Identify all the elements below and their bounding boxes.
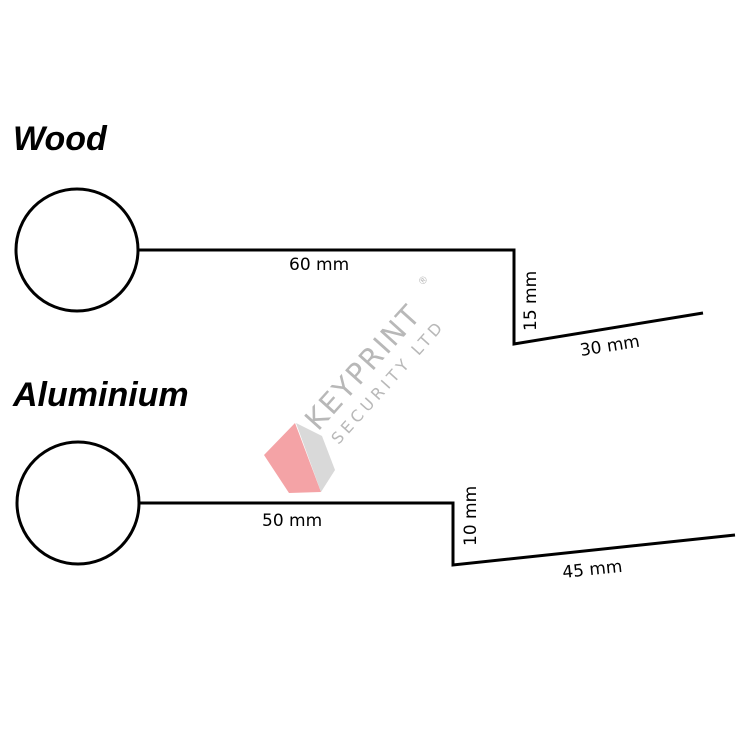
aluminium-title: Aluminium [13, 376, 189, 414]
aluminium-profile-line [139, 501, 736, 567]
keyprint-watermark: KEYPRINT ® SECURITY LTD [264, 274, 449, 493]
wood-key-bow [14, 187, 140, 313]
wood-drop-length-label: 15 mm [521, 271, 541, 331]
wood-profile: 60 mm 15 mm 30 mm [14, 187, 704, 361]
aluminium-tail-length-label: 45 mm [561, 557, 623, 583]
watermark-registered: ® [416, 274, 431, 289]
aluminium-hook-length-label: 50 mm [262, 511, 322, 531]
aluminium-profile: 50 mm 10 mm 45 mm [15, 440, 736, 583]
wood-title: Wood [13, 120, 107, 158]
wood-tail-length-label: 30 mm [579, 332, 642, 361]
aluminium-key-bow [15, 440, 141, 566]
logo-grey-shape [296, 423, 335, 492]
aluminium-drop-length-label: 10 mm [461, 486, 481, 546]
logo-red-shape [264, 423, 321, 493]
wood-hook-length-label: 60 mm [289, 255, 349, 275]
wood-profile-line [138, 248, 704, 346]
